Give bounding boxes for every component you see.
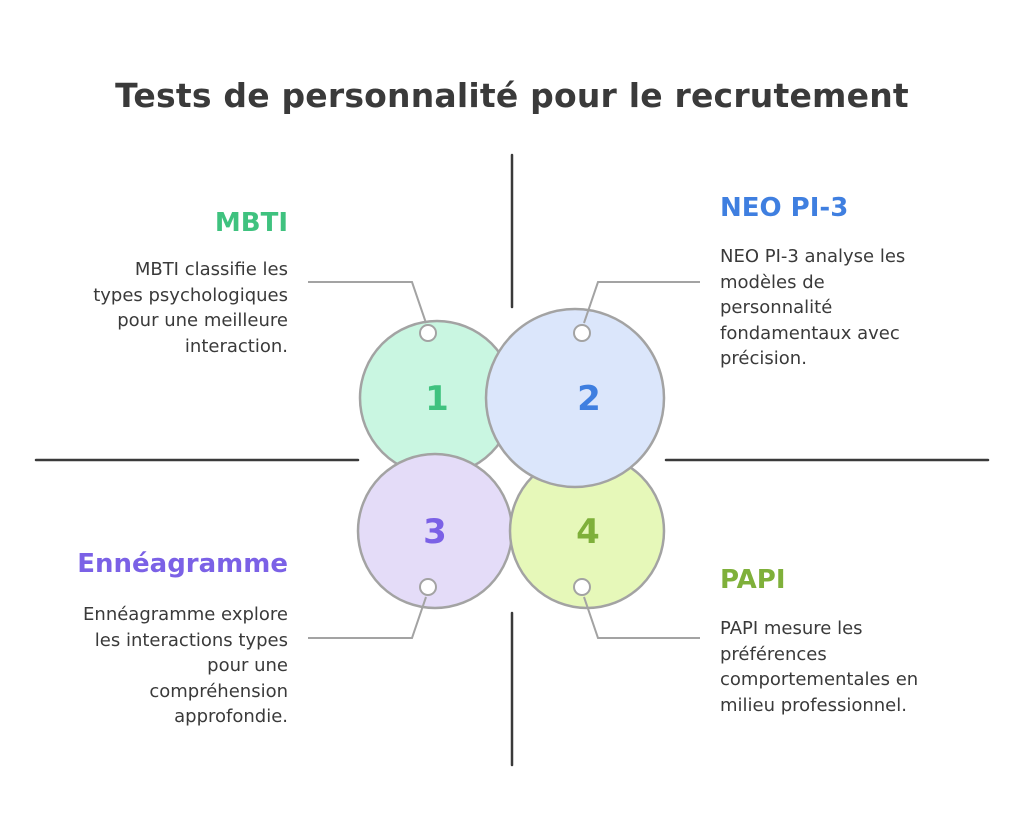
- description-line: PAPI mesure les: [720, 618, 863, 639]
- description-line: MBTI classifie les: [134, 259, 288, 280]
- description-line: approfondie.: [174, 706, 288, 727]
- connector-ennea: [308, 596, 427, 639]
- description-line: compréhension: [149, 680, 288, 702]
- connector-dot-ennea: [419, 578, 437, 596]
- connector-papi: [583, 596, 700, 639]
- description-line: les interactions types: [94, 629, 288, 651]
- description-line: pour une meilleure: [117, 310, 288, 331]
- description-mbti: MBTI classifie les types psychologiques …: [93, 257, 288, 359]
- heading-papi: PAPI: [720, 565, 786, 595]
- heading-mbti: MBTI: [214, 208, 288, 238]
- description-ennea: Ennéagramme explore les interactions typ…: [83, 602, 288, 730]
- description-line: comportementales en: [720, 669, 919, 690]
- description-line: Ennéagramme explore: [83, 604, 288, 625]
- diagram-title: Tests de personnalité pour le recrutemen…: [115, 76, 909, 115]
- connector-mbti: [308, 281, 427, 324]
- number-2: 2: [577, 379, 601, 419]
- description-line: préférences: [720, 643, 827, 665]
- connector-neo: [583, 281, 700, 324]
- description-line: personnalité: [720, 297, 833, 318]
- description-line: interaction.: [184, 335, 288, 357]
- description-line: NEO PI-3 analyse les: [720, 246, 906, 267]
- description-line: milieu professionnel.: [720, 694, 907, 716]
- connector-dot-mbti: [419, 324, 437, 342]
- number-4: 4: [576, 512, 600, 552]
- connector-dot-neo: [573, 324, 591, 342]
- number-3: 3: [423, 512, 447, 552]
- description-line: types psychologiques: [93, 284, 288, 306]
- heading-ennea: Ennéagramme: [77, 549, 288, 579]
- description-line: modèles de: [720, 271, 825, 293]
- circle-neo: [484, 307, 666, 489]
- connector-dot-papi: [573, 578, 591, 596]
- description-line: précision.: [720, 348, 807, 369]
- description-line: fondamentaux avec: [720, 322, 900, 344]
- description-line: pour une: [207, 655, 288, 676]
- description-papi: PAPI mesure les préférences comportement…: [720, 616, 918, 718]
- description-neo: NEO PI-3 analyse les modèles de personna…: [720, 244, 905, 372]
- heading-neo: NEO PI-3: [720, 193, 849, 223]
- number-1: 1: [425, 379, 449, 419]
